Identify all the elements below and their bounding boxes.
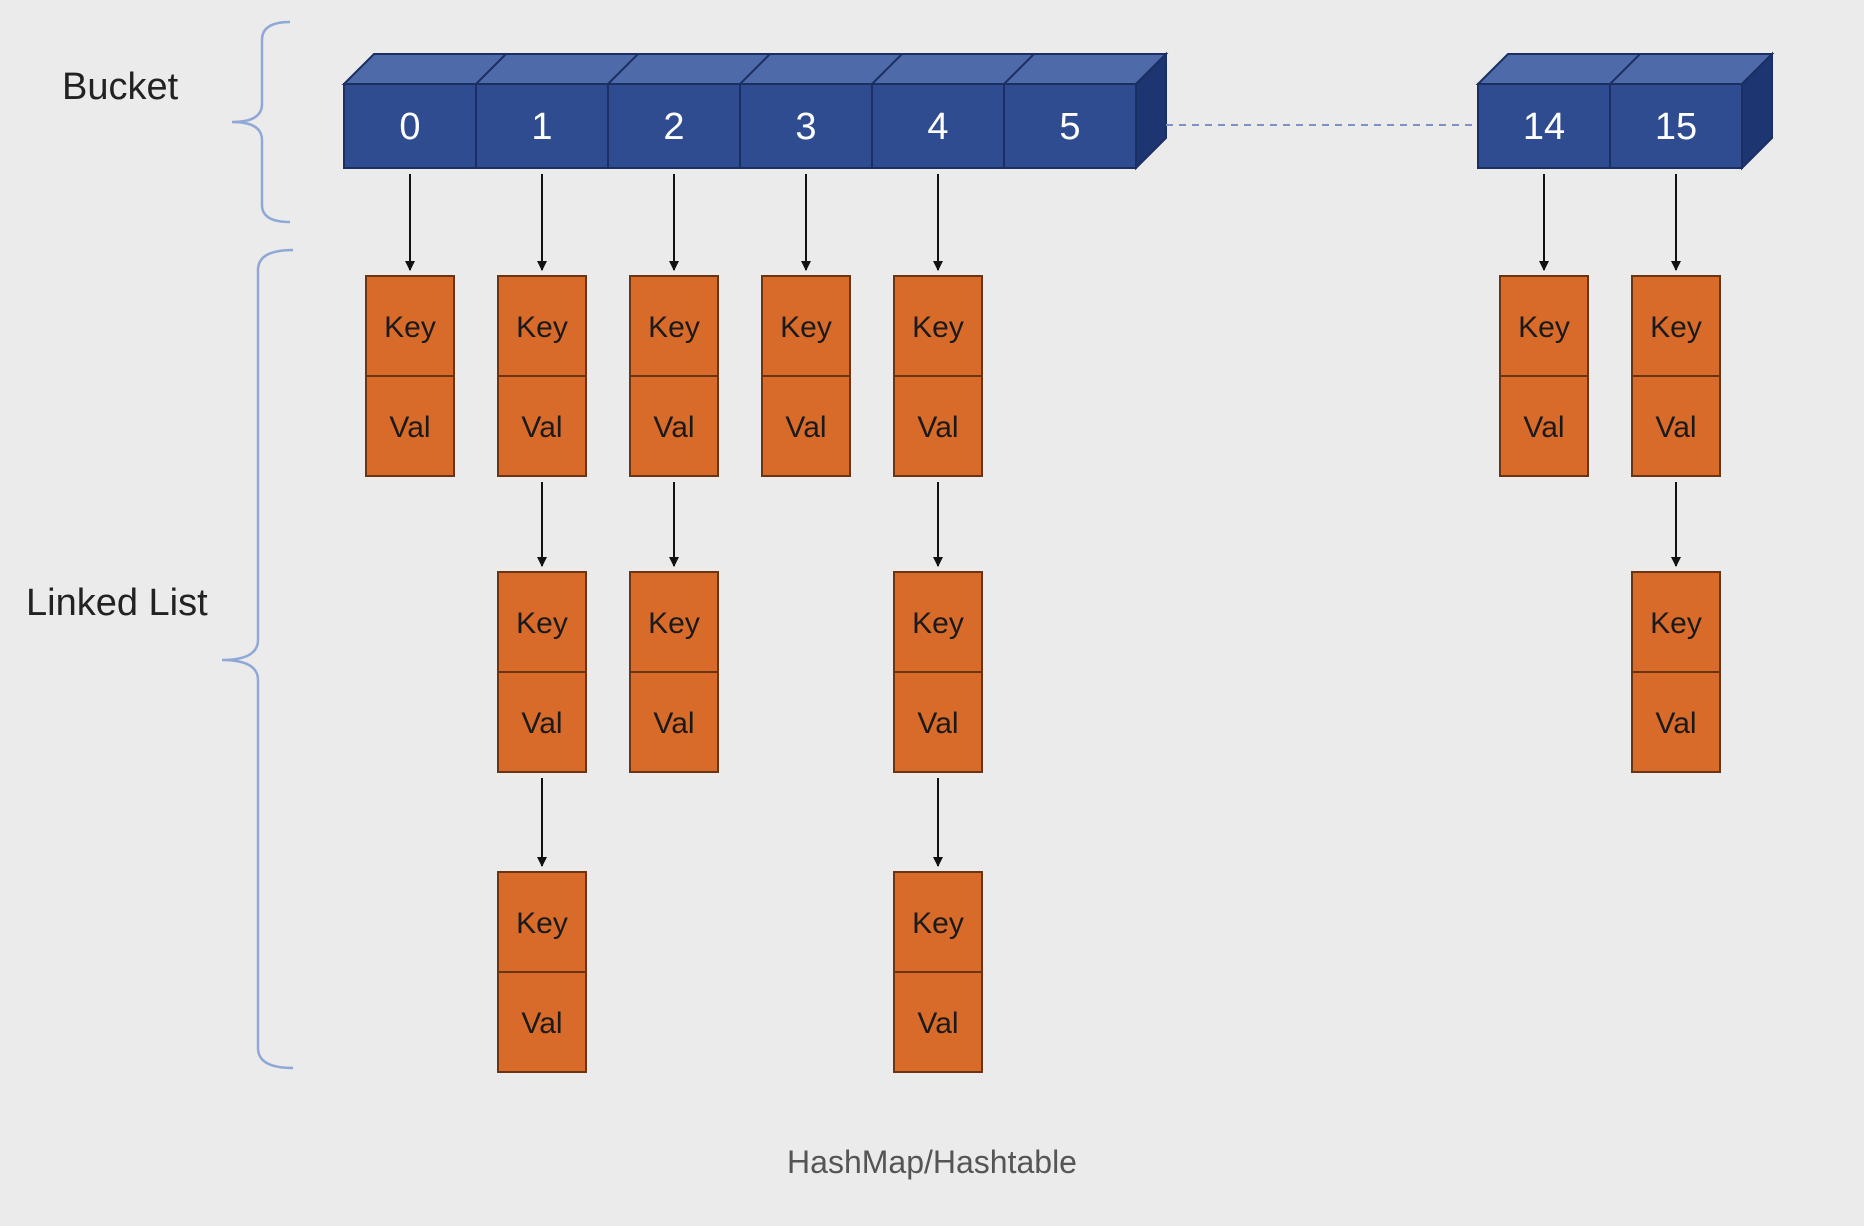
node-val-text: Val — [917, 1007, 958, 1040]
bucket-index: 3 — [795, 106, 816, 148]
node-key-text: Key — [912, 311, 964, 344]
bucket-index: 5 — [1059, 106, 1080, 148]
node-val-text: Val — [1523, 411, 1564, 444]
node-key-cell — [893, 571, 983, 673]
node-key-text: Key — [1650, 607, 1702, 640]
node-key-cell — [761, 275, 851, 377]
bucket-index: 2 — [663, 106, 684, 148]
bucket-index: 4 — [927, 106, 948, 148]
node-key-text: Key — [516, 607, 568, 640]
node-val-cell — [761, 375, 851, 477]
node-val-cell — [1499, 375, 1589, 477]
node-val-text: Val — [653, 707, 694, 740]
bucket-index: 14 — [1523, 106, 1565, 148]
node-val-cell — [497, 375, 587, 477]
node-val-cell — [893, 375, 983, 477]
bucket-cell — [475, 83, 609, 169]
node-val-cell — [1631, 671, 1721, 773]
bucket-array-left-top-divider — [475, 53, 507, 85]
bucket-index: 0 — [399, 106, 420, 148]
node-val-text: Val — [1655, 707, 1696, 740]
node-key-cell — [1499, 275, 1589, 377]
bucket-cell — [871, 83, 1005, 169]
node-key-text: Key — [912, 607, 964, 640]
bucket-array-left-top-divider — [739, 53, 771, 85]
bucket-label: Bucket — [62, 66, 179, 108]
node-val-text: Val — [917, 707, 958, 740]
bucket-array-left-top-divider — [1003, 53, 1035, 85]
bucket-cell — [1003, 83, 1137, 169]
node-key-text: Key — [1650, 311, 1702, 344]
linked-list-label: Linked List — [26, 582, 208, 624]
node-val-text: Val — [1655, 411, 1696, 444]
node-val-cell — [497, 971, 587, 1073]
node-val-cell — [365, 375, 455, 477]
node-key-text: Key — [648, 607, 700, 640]
node-key-text: Key — [1518, 311, 1570, 344]
node-val-text: Val — [917, 411, 958, 444]
node-key-cell — [497, 275, 587, 377]
node-key-text: Key — [780, 311, 832, 344]
node-val-cell — [893, 971, 983, 1073]
node-key-cell — [365, 275, 455, 377]
node-key-cell — [893, 275, 983, 377]
bucket-cell — [1609, 83, 1743, 169]
node-val-text: Val — [653, 411, 694, 444]
node-key-text: Key — [516, 311, 568, 344]
node-val-cell — [1631, 375, 1721, 477]
diagram-caption: HashMap/Hashtable — [787, 1144, 1077, 1180]
node-val-text: Val — [785, 411, 826, 444]
bucket-cell — [739, 83, 873, 169]
node-key-cell — [497, 871, 587, 973]
bucket-cell — [343, 83, 477, 169]
node-val-text: Val — [389, 411, 430, 444]
node-key-text: Key — [384, 311, 436, 344]
bucket-cell — [1477, 83, 1611, 169]
node-key-cell — [1631, 275, 1721, 377]
node-val-cell — [629, 671, 719, 773]
bucket-array-right-top-divider — [1609, 53, 1641, 85]
bucket-brace — [231, 20, 291, 224]
node-key-cell — [1631, 571, 1721, 673]
bucket-index: 15 — [1655, 106, 1697, 148]
bucket-cell — [607, 83, 741, 169]
node-key-cell — [497, 571, 587, 673]
node-val-text: Val — [521, 411, 562, 444]
node-val-cell — [629, 375, 719, 477]
bucket-index: 1 — [531, 106, 552, 148]
node-val-cell — [893, 671, 983, 773]
node-key-text: Key — [648, 311, 700, 344]
node-key-text: Key — [912, 907, 964, 940]
node-key-text: Key — [516, 907, 568, 940]
node-val-text: Val — [521, 707, 562, 740]
linked-list-brace — [221, 248, 294, 1070]
bucket-array-left-top-divider — [871, 53, 903, 85]
bucket-array-left-top-divider — [607, 53, 639, 85]
node-val-text: Val — [521, 1007, 562, 1040]
node-val-cell — [497, 671, 587, 773]
